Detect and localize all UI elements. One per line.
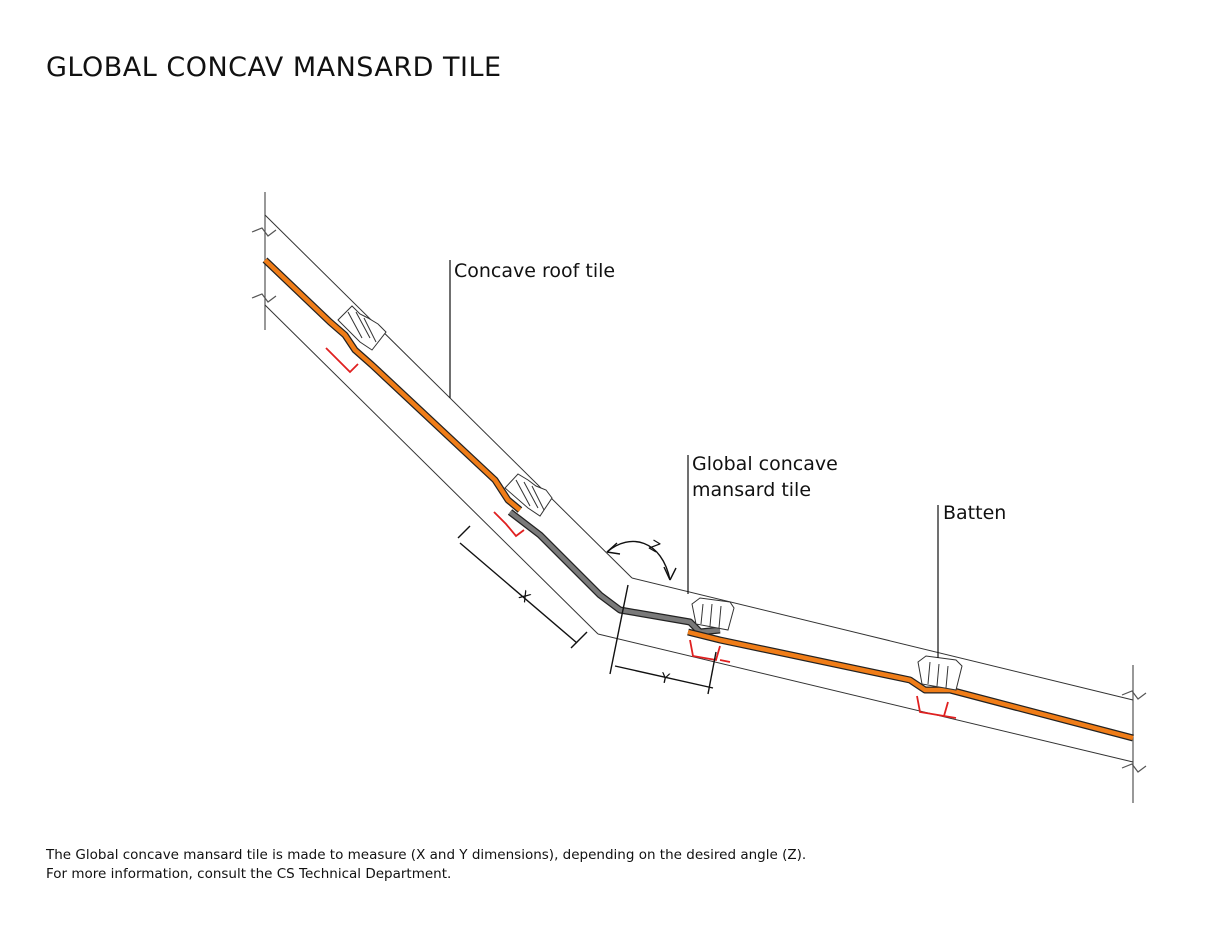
page-title: GLOBAL CONCAV MANSARD TILE [46, 52, 502, 83]
tile-clip-upper [337, 305, 387, 351]
shallow-roof-outline [597, 577, 1134, 763]
label-global-concave-mansard-tile-line2: mansard tile [692, 479, 812, 501]
label-batten: Batten [943, 502, 1007, 524]
angle-z [606, 540, 677, 581]
tile-clip-middle [504, 473, 553, 517]
label-global-concave-mansard-tile: Global concave mansard tile [692, 451, 838, 503]
footnote-line-2: For more information, consult the CS Tec… [46, 866, 452, 882]
break-mark-right [1121, 665, 1147, 803]
angle-z-label: Z [646, 538, 662, 557]
dimension-y-label: Y [658, 670, 671, 688]
label-concave-roof-tile: Concave roof tile [454, 260, 616, 282]
footnote: The Global concave mansard tile is made … [46, 846, 806, 884]
leader-lines [449, 260, 939, 658]
steep-roof-outline [264, 214, 633, 635]
dimension-y [609, 584, 717, 695]
tile-clip-lower-1 [691, 597, 735, 631]
dimension-x [457, 525, 588, 649]
batten-red [325, 347, 957, 719]
tile-clip-lower-2 [917, 655, 963, 691]
break-mark-left [251, 192, 277, 330]
footnote-line-1: The Global concave mansard tile is made … [46, 847, 807, 863]
label-global-concave-mansard-tile-line1: Global concave [692, 453, 838, 475]
